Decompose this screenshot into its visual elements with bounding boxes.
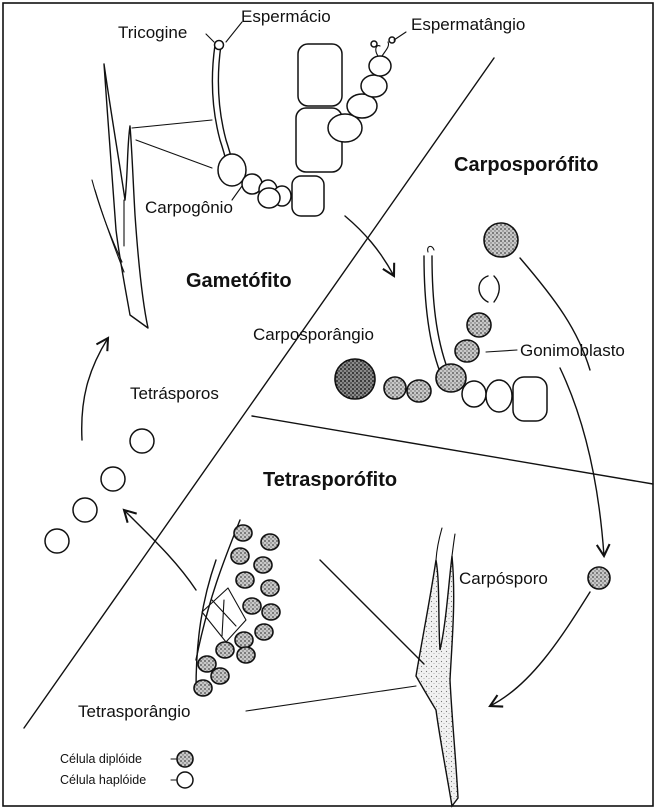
tetrasporangia-cluster — [194, 520, 280, 696]
label-carposporofito: Carposporófito — [454, 154, 598, 176]
label-gonimoblasto: Gonimoblasto — [520, 341, 625, 360]
label-tetrasporangio: Tetrasporângio — [78, 702, 190, 721]
pointer-gonimoblasto — [486, 350, 517, 352]
arrow-tetraspores-to-gametophyte — [82, 338, 108, 440]
carposporophyte-cells — [335, 223, 547, 421]
label-carposporangio: Carposporângio — [253, 325, 374, 344]
label-tetrasporofito: Tetrasporófito — [263, 469, 397, 491]
pointer-tricogine — [206, 34, 214, 42]
tetrasporophyte-thallus — [416, 528, 458, 806]
label-gametofito: Gametófito — [186, 270, 292, 292]
pointer-espermatangio — [394, 32, 406, 40]
tetraspores — [45, 429, 154, 553]
legend-diploid-label: Célula diplóide — [60, 752, 142, 766]
label-espermacio: Espermácio — [241, 7, 331, 26]
carpospore-cell — [588, 567, 610, 589]
trichogyne-filament — [212, 45, 234, 168]
label-carposporo: Carpósporo — [459, 569, 548, 588]
label-espermatangio: Espermatângio — [411, 15, 525, 34]
label-tetrasporos: Tetrásporos — [130, 384, 219, 403]
pointer-carpogonio — [232, 186, 242, 200]
pointer-tetrasporophyte-thallus — [320, 560, 424, 664]
pointer-espermacio — [226, 22, 242, 42]
legend-haploid-swatch — [177, 772, 193, 788]
label-carpogonio: Carpogônio — [145, 198, 233, 217]
arrow-tetrasporangia-to-tetraspores — [124, 510, 196, 590]
label-tricogine: Tricogine — [118, 23, 187, 42]
pointer-thallus-branch — [136, 140, 212, 168]
legend-haploid-label: Célula haplóide — [60, 773, 146, 787]
spermatium-on-trichogyne — [215, 41, 224, 50]
legend-diploid-swatch — [177, 751, 193, 767]
gonimoblast-filament — [424, 246, 448, 372]
pointer-thallus-tip — [132, 120, 212, 128]
arrow-carpogonium-to-carposporophyte — [345, 216, 394, 276]
pointer-tetrasporangio — [246, 686, 416, 711]
gametophyte-thallus — [92, 64, 148, 328]
arrow-carpospore-to-tetrasporophyte — [490, 592, 590, 706]
arrow-to-carpospore — [560, 368, 604, 556]
